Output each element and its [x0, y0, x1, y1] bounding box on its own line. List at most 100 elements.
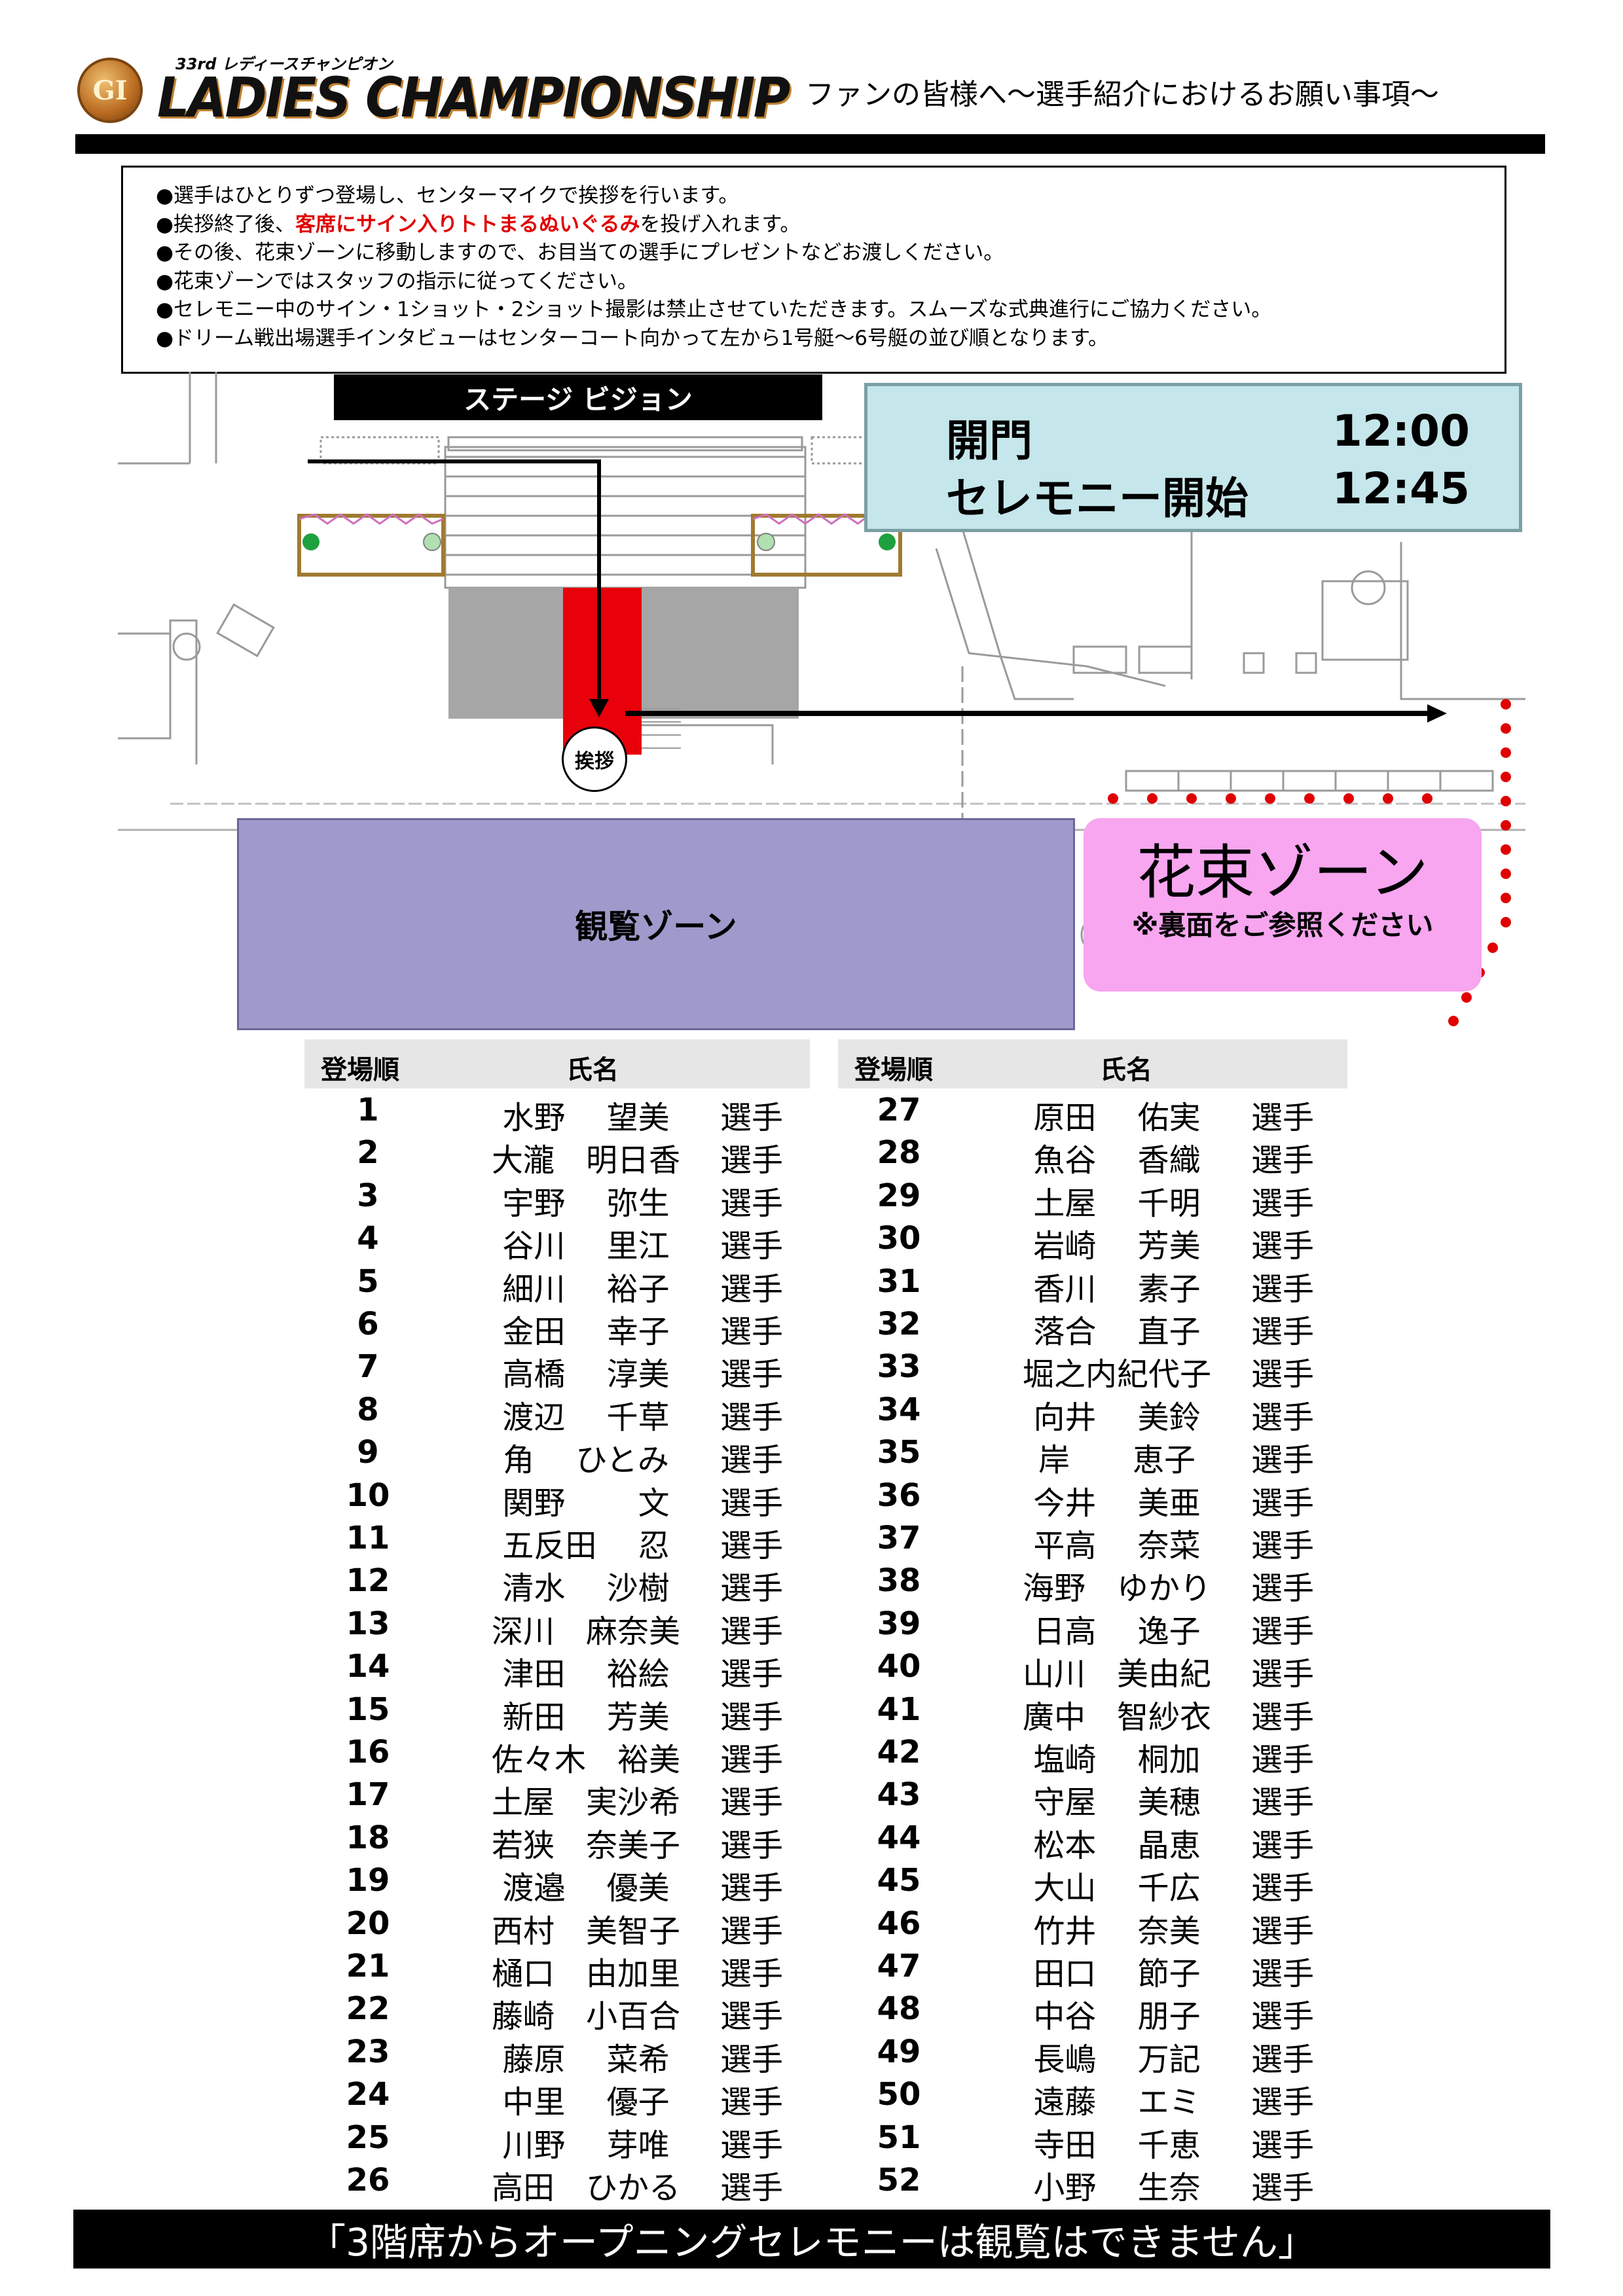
racer-name: 谷川 里江 [502, 1228, 670, 1265]
racer-suffix: 選手 [720, 1142, 784, 1179]
note-line: ●ドリーム戦出場選手インタビューはセンターコート向かって左から1号艇～6号艇の並… [156, 326, 1108, 350]
entry-order: 10 [346, 1477, 390, 1514]
racer-suffix: 選手 [1251, 1228, 1315, 1265]
ceremony-row: セレモニー開始 12:45 [946, 463, 1470, 526]
table-row: 27 原田 佑実 選手 [866, 1092, 1364, 1136]
entry-order: 5 [357, 1263, 379, 1300]
racer-name: 魚谷 香織 [1033, 1142, 1201, 1179]
racer-suffix: 選手 [720, 1698, 784, 1736]
racer-name: 清水 沙樹 [502, 1570, 670, 1607]
greeting-marker: 挨拶 [562, 726, 627, 792]
racer-suffix: 選手 [720, 1100, 784, 1136]
racer-suffix: 選手 [1251, 1270, 1315, 1308]
racer-suffix: 選手 [1251, 1356, 1315, 1393]
racer-name: 長嶋 万記 [1033, 2041, 1201, 2078]
racer-name: 岸 恵子 [1038, 1442, 1195, 1479]
racer-suffix: 選手 [720, 1314, 784, 1350]
racer-name: 今井 美亜 [1033, 1484, 1201, 1522]
racer-suffix: 選手 [720, 1784, 784, 1821]
entry-order: 9 [357, 1434, 379, 1471]
gi-logo-badge: GI [77, 58, 143, 123]
racer-name: 原田 佑実 [1033, 1100, 1201, 1136]
entry-order: 34 [877, 1391, 921, 1428]
racer-suffix: 選手 [720, 1742, 784, 1778]
header-divider [75, 134, 1545, 154]
entry-order: 29 [877, 1177, 921, 1214]
entry-order: 1 [357, 1092, 379, 1128]
racer-name: 藤原 菜希 [502, 2041, 670, 2078]
entry-order: 51 [877, 2119, 921, 2156]
racer-suffix: 選手 [720, 2126, 784, 2164]
entry-order: 42 [877, 1734, 921, 1770]
racer-name: 土屋 千明 [1033, 1185, 1201, 1222]
racer-name: 遠藤 エミ [1033, 2084, 1201, 2121]
note-line: ●花束ゾーンではスタッフの指示に従ってください。 [156, 269, 638, 293]
entry-order: 49 [877, 2033, 921, 2070]
racer-name: 樋口 由加里 [491, 1956, 680, 1992]
racer-name: 関野 文 [502, 1484, 670, 1522]
entry-order: 41 [877, 1691, 921, 1728]
racer-name: 寺田 千恵 [1033, 2126, 1201, 2164]
logo-subtitle: 33rd レディースチャンピオン [175, 55, 393, 73]
entry-order: 8 [357, 1391, 379, 1428]
entry-order: 20 [346, 1905, 390, 1942]
racer-suffix: 選手 [720, 2084, 784, 2121]
racer-suffix: 選手 [720, 1356, 784, 1393]
bouquet-zone-title: 花束ゾーン [1137, 838, 1429, 907]
racer-suffix: 選手 [1251, 1314, 1315, 1350]
header-name: 氏名 [566, 1055, 619, 1085]
entry-order: 38 [877, 1562, 921, 1600]
racer-name: 渡邉 優美 [502, 1870, 670, 1907]
racer-suffix: 選手 [1251, 1100, 1315, 1136]
ceremony-time: 12:45 [1332, 463, 1470, 514]
entry-order: 32 [877, 1306, 921, 1342]
entry-order: 27 [877, 1092, 921, 1128]
racer-name: 西村 美智子 [491, 1912, 680, 1950]
note-line-highlight: ●挨拶終了後、客席にサイン入りトトまるぬいぐるみを投げ入れます。 [156, 212, 801, 236]
racer-name: 塩崎 桐加 [1033, 1742, 1201, 1778]
racer-name: 日高 逸子 [1033, 1613, 1201, 1650]
entry-order: 4 [357, 1220, 379, 1257]
entry-order: 44 [877, 1819, 921, 1856]
racer-name: 山川 美由紀 [1022, 1656, 1211, 1693]
racer-name: 金田 幸子 [502, 1314, 670, 1350]
note-line: ●その後、花束ゾーンに移動しますので、お目当ての選手にプレゼントなどお渡しくださ… [156, 241, 1004, 264]
entry-order: 33 [877, 1348, 921, 1386]
entry-order: 40 [877, 1648, 921, 1685]
entry-order: 31 [877, 1263, 921, 1300]
racer-name: 向井 美鈴 [1033, 1399, 1201, 1436]
header-order: 登場順 [854, 1055, 933, 1085]
racer-name: 高田 ひかる [491, 2170, 680, 2206]
entry-order: 36 [877, 1477, 921, 1514]
entry-order: 46 [877, 1905, 921, 1942]
entry-order: 15 [346, 1691, 390, 1728]
racer-name: 水野 望美 [502, 1100, 670, 1136]
racer-suffix: 選手 [720, 1613, 784, 1650]
entry-order: 39 [877, 1605, 921, 1642]
racer-suffix: 選手 [720, 1570, 784, 1607]
racer-suffix: 選手 [720, 2170, 784, 2206]
racer-name: 守屋 美穂 [1033, 1784, 1201, 1821]
entry-order: 47 [877, 1948, 921, 1984]
entry-order: 37 [877, 1520, 921, 1556]
entry-order: 12 [346, 1562, 390, 1600]
racer-suffix: 選手 [1251, 1570, 1315, 1607]
header-order: 登場順 [321, 1055, 399, 1085]
racer-suffix: 選手 [1251, 1528, 1315, 1564]
